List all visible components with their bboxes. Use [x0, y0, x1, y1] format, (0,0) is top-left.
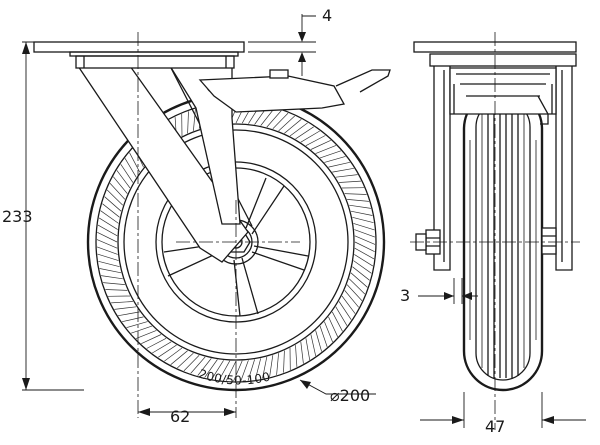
dimension-wheel-width: 47	[420, 392, 586, 436]
front-tread-lines	[469, 102, 537, 378]
plate-thickness-value: 4	[322, 6, 332, 25]
side-view: 200/50-100	[33, 32, 391, 418]
dimension-plate-thickness: 4	[248, 6, 332, 76]
front-swivel-housing	[429, 53, 577, 67]
wheel-width-value: 47	[485, 417, 505, 436]
swivel-housing	[75, 55, 235, 69]
tyre-marking-text: 200/50-100	[197, 367, 272, 388]
tyre-hatch-lines	[96, 102, 376, 382]
dimension-bearing-gap: 3	[400, 278, 478, 305]
brake-lever[interactable]	[198, 69, 391, 113]
dimension-overall-height: 233	[2, 41, 84, 391]
front-axle-nut-right	[541, 227, 557, 255]
front-brake-housing	[449, 67, 557, 115]
dimension-wheel-diameter: ⌀200	[299, 379, 376, 405]
dimension-offset: 62	[138, 407, 236, 426]
front-view	[410, 32, 580, 430]
wheel-diameter-value: ⌀200	[330, 386, 370, 405]
offset-value: 62	[170, 407, 190, 426]
front-fork-right	[555, 63, 573, 271]
overall-height-value: 233	[2, 207, 33, 226]
top-plate	[33, 41, 245, 53]
tyre-inner-line	[123, 129, 349, 355]
tyre-marking-label: 200/50-100	[197, 367, 272, 388]
tyre-tread-hatching	[96, 102, 376, 382]
bearing-gap-value: 3	[400, 286, 410, 305]
tyre-inner-edge	[117, 123, 355, 361]
front-tyre-inner	[475, 99, 531, 381]
